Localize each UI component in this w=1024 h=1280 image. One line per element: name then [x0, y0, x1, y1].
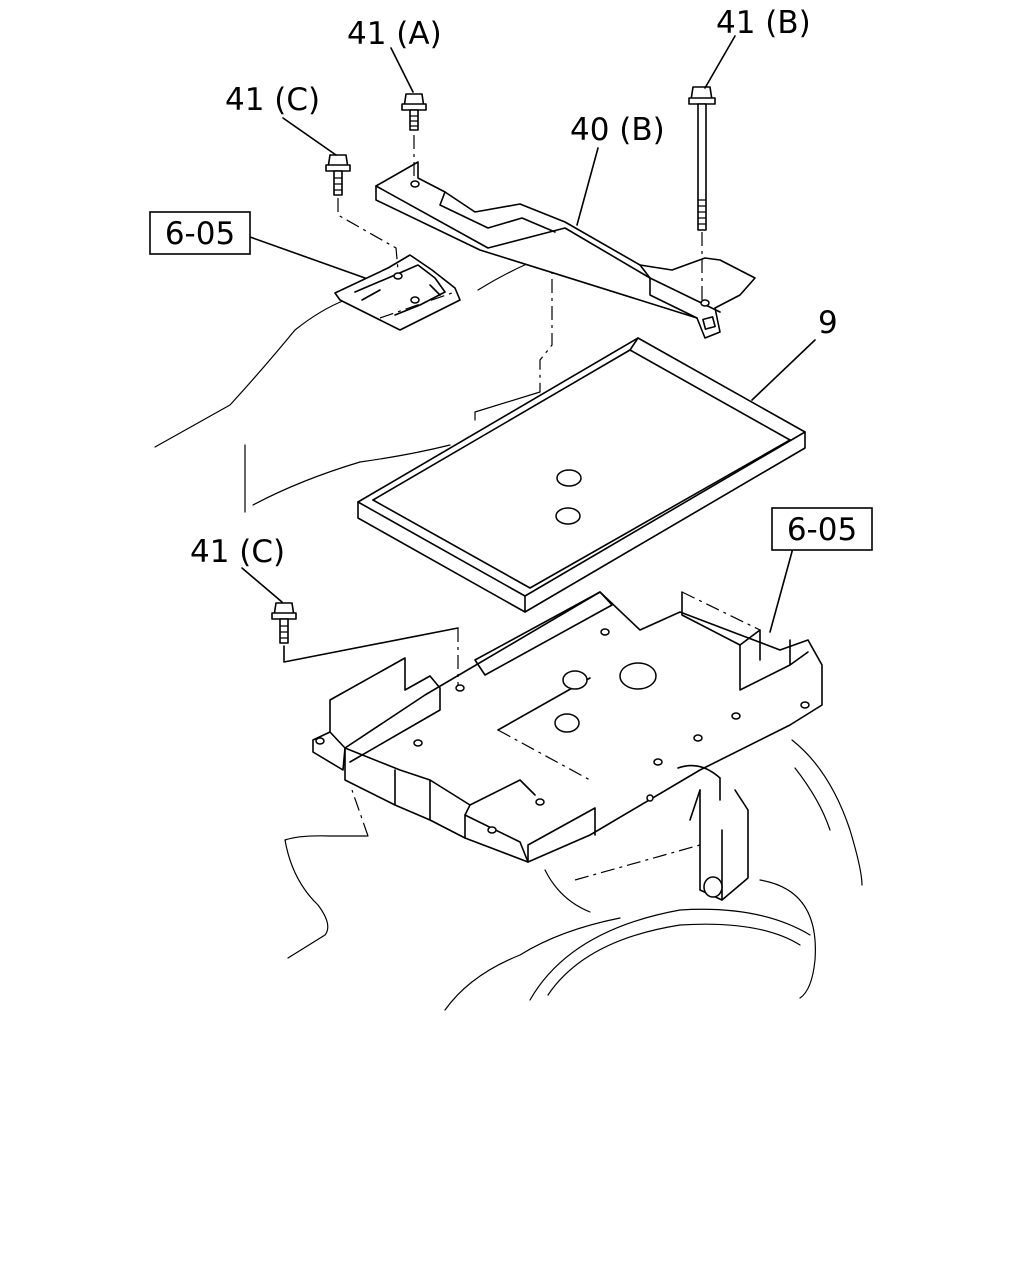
leader-lines — [241, 35, 816, 633]
reference-box-top[interactable]: 6-05 — [149, 211, 251, 255]
bolt-41c-top — [325, 154, 399, 271]
hold-down-bracket — [375, 161, 756, 339]
bolt-41c-bottom — [271, 602, 459, 685]
reference-label-bottom: 6-05 — [787, 512, 857, 548]
lower-carrier-bracket — [312, 591, 823, 901]
callout-40b: 40 (B) — [570, 112, 665, 148]
reference-label-top: 6-05 — [165, 216, 235, 252]
bolt-41a — [401, 93, 427, 180]
upper-clamp-bracket — [334, 254, 461, 331]
callout-41c-bottom: 41 (C) — [190, 534, 285, 570]
vehicle-body-outline — [154, 252, 863, 1011]
battery-tray — [357, 337, 806, 613]
bolt-41b — [688, 86, 716, 300]
callout-9: 9 — [818, 305, 838, 341]
callout-41a: 41 (A) — [347, 16, 442, 52]
callout-41c-top: 41 (C) — [225, 82, 320, 118]
callout-41b: 41 (B) — [716, 5, 811, 41]
reference-box-bottom[interactable]: 6-05 — [771, 507, 873, 551]
